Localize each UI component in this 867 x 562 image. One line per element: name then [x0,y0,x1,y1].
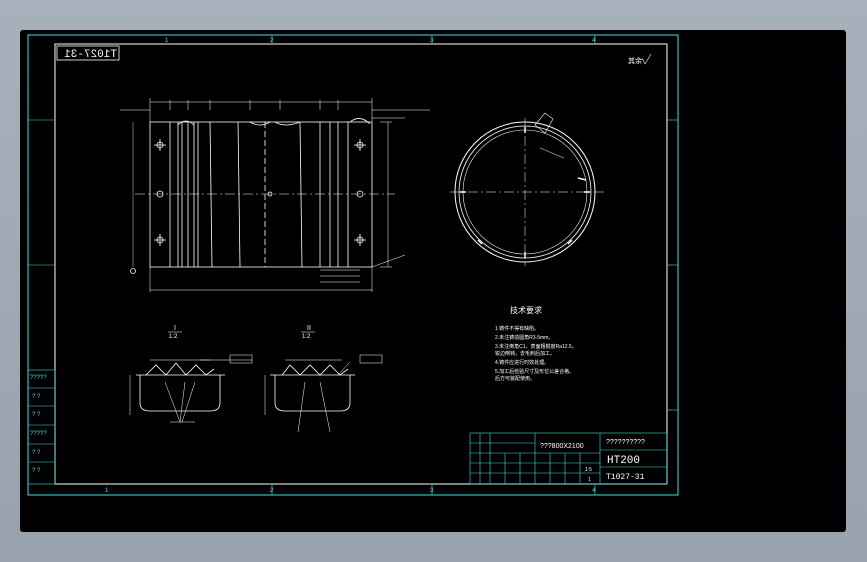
zone-bottom-4: 4 [592,488,596,494]
zone-top-4: 4 [592,38,596,44]
sheet-inner-border [54,43,668,485]
zone-bottom-2: 2 [270,488,274,494]
title-scale: 1:5 [585,467,592,473]
strip-row-1: ????? [30,375,47,381]
zone-bottom-3: 3 [430,488,434,494]
title-drawing-no: T1027-31 [606,473,645,482]
strip-row-3: ? ? [32,412,41,418]
strip-row-4: ????? [30,431,47,437]
section-a-scale: 1:2 [169,334,178,340]
section-b-scale: 1:2 [302,334,311,340]
cad-drawing-canvas[interactable]: 1 2 3 4 1 2 3 4 T1027-31 其余 [20,30,846,532]
section-a-label: I [174,325,176,332]
note-line-4: 锐边倒钝，去毛刺后加工。 [495,350,555,357]
note-line-5: 4.铸件应进行时效处理。 [495,359,549,366]
left-revision-strip [27,369,56,485]
section-view-b [264,354,383,433]
title-sheet-info: 1 [588,477,591,483]
zone-bottom-1: 1 [105,488,109,494]
zone-top-3: 3 [430,38,434,44]
zone-ticks [28,35,678,495]
drawing-number-mirrored: T1027-31 [64,49,117,61]
drawing-number-box [56,45,120,61]
title-company: ?????????? [606,439,645,446]
zone-top-2: 2 [270,38,274,44]
cad-viewport[interactable]: 1 2 3 4 1 2 3 4 T1027-31 其余 [20,30,846,532]
strip-row-6: ? ? [32,468,41,474]
sheet-outer-frame [27,34,679,496]
end-view-circle [450,112,605,266]
note-line-6: 5.加工后检验尺寸及形位公差合格。 [495,368,574,375]
note-line-1: 1.铸件不得有缺陷。 [495,325,539,332]
zone-top-1: 1 [165,38,169,44]
note-line-7: 后方可装配使用。 [495,375,535,382]
strip-row-5: ? ? [32,450,41,456]
title-block-grid [469,432,668,485]
title-part-name: ???800X2100 [540,443,584,450]
front-view [120,98,430,292]
roughness-symbol [641,53,652,65]
title-material: HT200 [607,455,640,467]
note-line-3: 3.未注倒角C1，表面粗糙度Ra12.5， [495,343,577,350]
roughness-note: 其余 [628,56,642,65]
section-view-a [129,354,253,423]
note-line-2: 2.未注铸造圆角R3-5mm。 [495,334,553,341]
notes-title: 技术要求 [510,305,542,315]
section-b-label: II [307,325,311,332]
strip-row-2: ? ? [32,394,41,400]
